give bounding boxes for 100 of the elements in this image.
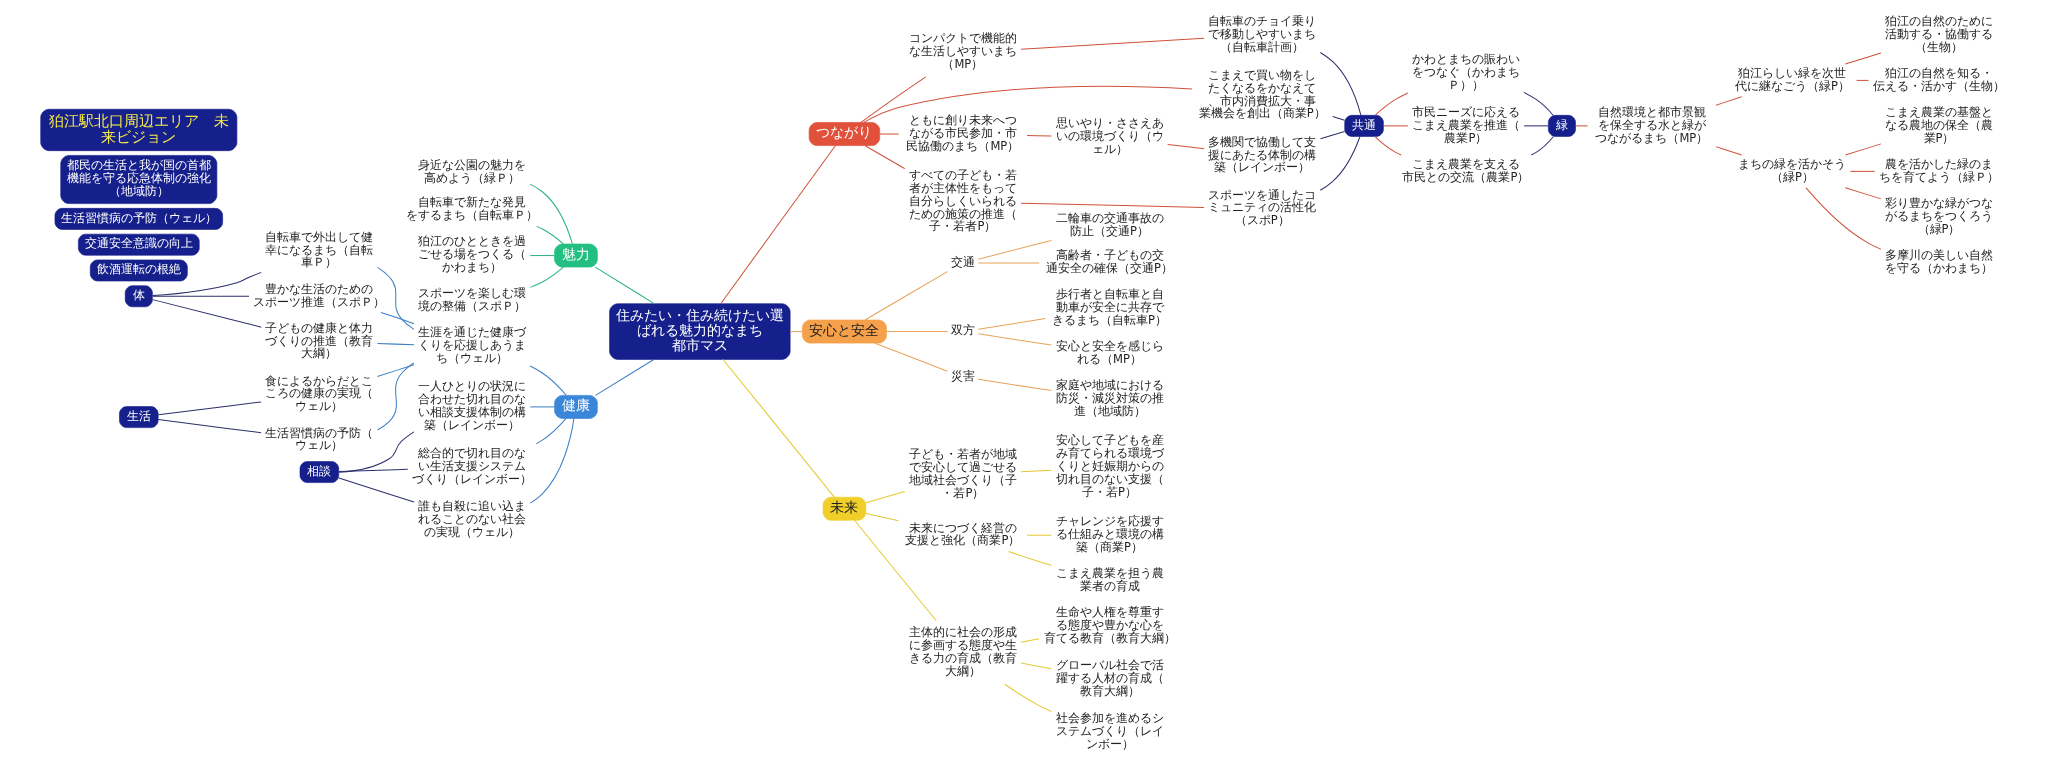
node-text: 狛江の自然を知る・伝える・活かす（生物） bbox=[1872, 65, 2005, 93]
connector bbox=[863, 271, 948, 321]
node-text: コンパクトで機能的な生活しやすいまち（MP） bbox=[908, 31, 1017, 72]
node-text: 災害 bbox=[950, 368, 975, 383]
node-box: 相談 bbox=[299, 461, 339, 483]
connector bbox=[376, 343, 415, 346]
node-text: こまえ農業を支える市民との交流（農業P） bbox=[1401, 156, 1529, 184]
connector bbox=[1530, 136, 1554, 156]
connector bbox=[157, 401, 262, 416]
node-text: 子ども・若者が地域で安心して過ごせる地域社会づくり（子・若P） bbox=[908, 447, 1017, 500]
connector bbox=[594, 358, 654, 396]
connector bbox=[1382, 125, 1408, 127]
connector bbox=[977, 378, 1052, 392]
node-text: 高齢者・子どもの交通安全の確保（交通P） bbox=[1045, 248, 1173, 276]
node-box: つながり bbox=[808, 122, 880, 146]
node-text: 豊かな生活のためのスポーツ推進（スポＰ） bbox=[252, 281, 385, 309]
connector bbox=[529, 365, 567, 396]
connector bbox=[376, 266, 414, 330]
connector bbox=[859, 76, 926, 123]
connector bbox=[722, 358, 835, 498]
node-text: 家庭や地域における防災・減災対策の推進（地域防） bbox=[1055, 378, 1164, 419]
connector bbox=[380, 312, 415, 325]
node-text: こまえで買い物をしたくなるをかなえて、市内消費拡大・事業機会を創出（商業P） bbox=[1198, 67, 1326, 121]
node-text: 自転車のチョイ乗りで移動しやすいまち（自転車計画） bbox=[1207, 13, 1316, 54]
node-text: まちの緑を活かそう（緑P） bbox=[1737, 156, 1846, 184]
connector bbox=[151, 295, 250, 297]
node-text: 思いやり・ささえあいの環境づくり（ウェル） bbox=[1055, 116, 1164, 157]
connector bbox=[1020, 37, 1205, 50]
connector bbox=[594, 266, 655, 305]
node-box: 未来 bbox=[822, 496, 866, 521]
connector bbox=[977, 239, 1052, 260]
node-text: 自然環境と都市景観を保全する水と緑がつながるまち（MP） bbox=[1594, 104, 1708, 145]
node-text: 社会参加を進めるシステムづくり（レインボー） bbox=[1055, 710, 1164, 751]
connector bbox=[1019, 638, 1040, 643]
node-text: 彩り豊かな緑がつながるまちをつくろう（緑P） bbox=[1884, 195, 1993, 236]
node-box: 狛江駅北口周辺エリア 未来ビジョン bbox=[39, 108, 237, 151]
node-text: ともに創り未来へつながる市民参加・市民協働のまち（MP） bbox=[905, 112, 1019, 153]
connector bbox=[376, 364, 415, 377]
connector bbox=[1319, 136, 1360, 191]
connector bbox=[853, 520, 937, 622]
node-box: 交通安全意識の向上 bbox=[77, 233, 200, 256]
connector bbox=[789, 331, 803, 333]
connector bbox=[529, 255, 555, 257]
connector bbox=[1523, 125, 1549, 127]
connector bbox=[865, 512, 899, 522]
connector bbox=[535, 418, 566, 445]
connector bbox=[151, 299, 262, 328]
connector bbox=[1373, 135, 1402, 156]
node-text: かわとまちの賑わいをつなぐ（かわまちＰ）） bbox=[1411, 51, 1520, 92]
node-text: 狛江のひとときを過ごせる場をつくる（かわまち） bbox=[417, 234, 526, 275]
connector bbox=[1319, 52, 1361, 116]
connector bbox=[1020, 202, 1205, 208]
connector bbox=[529, 266, 564, 288]
node-text: チャレンジを応援する仕組みと環境の構築（商業P） bbox=[1055, 514, 1164, 554]
node-box: 魅力 bbox=[553, 243, 598, 268]
node-text: すべての子ども・若者が主体性をもって自分らしくいられるための施策の推進（子・若者P） bbox=[908, 167, 1017, 234]
connector bbox=[862, 85, 1192, 123]
node-text: 二輪車の交通事故の防止（交通P） bbox=[1055, 211, 1164, 238]
connector bbox=[1844, 143, 1881, 156]
connector bbox=[1026, 534, 1052, 536]
node-text: 一人ひとりの状況に合わせた切れ目のない相談支援体制の構築（レインボー） bbox=[417, 379, 526, 433]
connector bbox=[1715, 96, 1742, 106]
connector bbox=[977, 318, 1046, 330]
node-text: 歩行者と自転車と自動車が安全に共存できるまち（自転車P） bbox=[1051, 287, 1167, 328]
connector bbox=[719, 145, 836, 305]
connector bbox=[1003, 683, 1052, 713]
node-text: 食によるからだとこころの健康の実現（ウェル） bbox=[264, 373, 373, 414]
node-box: 体 bbox=[124, 285, 153, 308]
node-box: 住みたい・住み続けたい選ばれる魅力的なまち 都市マス bbox=[608, 303, 790, 360]
connector bbox=[1319, 130, 1345, 140]
node-box: 共通 bbox=[1343, 115, 1384, 137]
node-text: こまえ農業の基盤となる農地の保全（農業P） bbox=[1884, 104, 1993, 145]
node-text: 主体的に社会の形成に参画する態度や生きる力の育成（教育大綱） bbox=[908, 625, 1017, 678]
node-box: 健康 bbox=[553, 395, 598, 419]
connector bbox=[1007, 551, 1052, 566]
node-text: 安心と安全を感じられる（MP） bbox=[1055, 339, 1164, 367]
node-text: 農を活かした緑のまちを育てよう（緑Ｐ） bbox=[1878, 156, 1999, 184]
connector bbox=[535, 225, 564, 245]
connector bbox=[977, 333, 1052, 346]
node-text: スポーツを楽しむ環境の整備（スポＰ） bbox=[417, 286, 526, 314]
node-text: 自転車で新たな発見をするまち（自転車Ｐ） bbox=[405, 195, 538, 223]
connector bbox=[337, 468, 408, 472]
node-text: 誰も自殺に追い込まれることのない社会の実現（ウェル） bbox=[417, 499, 526, 539]
connector bbox=[1523, 91, 1554, 116]
connector bbox=[1844, 52, 1881, 65]
connector bbox=[977, 262, 1040, 264]
connector bbox=[1574, 125, 1588, 127]
node-text: 子どもの健康と体力づくりの推進（教育大綱） bbox=[264, 320, 373, 361]
node-text: 安心して子どもを産み育てられる環境づくりと妊娠期からの切れ目のない支援（子・若P） bbox=[1055, 433, 1164, 499]
connector bbox=[1374, 92, 1408, 116]
connector bbox=[1849, 170, 1875, 172]
connector bbox=[1026, 135, 1052, 137]
connector bbox=[151, 271, 262, 297]
node-text: 狛江の自然のために活動する・協働する（生物） bbox=[1884, 13, 1993, 54]
connector bbox=[873, 342, 948, 372]
node-text: 生命や人権を尊重する態度や豊かな心を育てる教育（教育大綱） bbox=[1043, 605, 1176, 645]
connector bbox=[1805, 187, 1881, 250]
node-box: 生活習慣病の予防（ウェル） bbox=[54, 208, 223, 230]
node-text: 双方 bbox=[950, 323, 975, 338]
connector bbox=[157, 419, 262, 434]
